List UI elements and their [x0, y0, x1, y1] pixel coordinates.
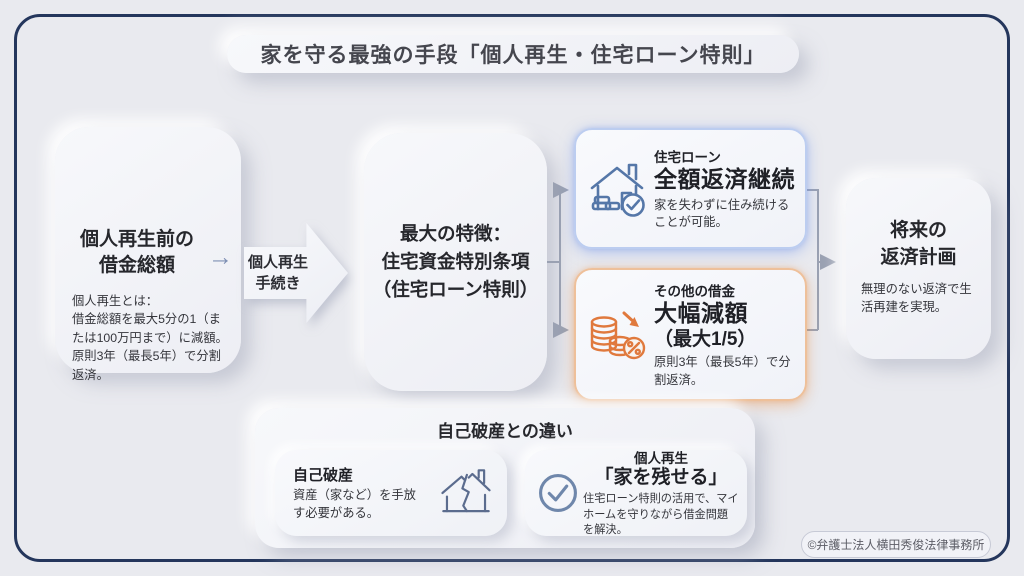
debt-reduction-card: その他の借金 大幅減額 （最大1/5） 原則3年（最長5年）で分割返済。 — [574, 268, 807, 401]
future-plan-card: 将来の 返済計画 無理のない返済で生活再建を実現。 — [846, 178, 991, 359]
bankruptcy-title: 自己破産 — [293, 466, 354, 484]
page-title: 家を守る最強の手段「個人再生・住宅ローン特則」 — [227, 35, 799, 73]
pre-rehabilitation-debt-title: 個人再生前の 借金総額 — [79, 229, 194, 276]
rehabilitation-description: 住宅ローン特則の活用で、マイホームを守りながら借金問題を解決。 — [583, 492, 739, 537]
future-plan-description: 無理のない返済で生活再建を実現。 — [861, 282, 972, 315]
housing-loan-card: 住宅ローン 全額返済継続 家を失わずに住み続けることが可能。 — [574, 128, 807, 249]
special-clause-card: 最大の特徴： 住宅資金特別条項 （住宅ローン特則） — [364, 133, 547, 391]
future-plan-title: 将来の 返済計画 — [880, 220, 957, 268]
rehabilitation-subtitle: 「家を残せる」 — [594, 467, 728, 489]
debt-reduction-subtitle: （最大1/5） — [654, 328, 757, 350]
comparison-panel: 自己破産との違い 自己破産 資産（家など）を手放す必要がある。 — [255, 408, 755, 548]
debt-reduction-title: 大幅減額 — [654, 300, 748, 327]
debt-reduction-icon — [584, 303, 650, 367]
rehabilitation-card: 個人再生 「家を残せる」 住宅ローン特則の活用で、マイホームを守りながら借金問題… — [525, 450, 747, 536]
comparison-title: 自己破産との違い — [437, 422, 573, 441]
house-loan-icon — [584, 157, 650, 221]
pre-rehabilitation-debt-description: 個人再生とは： 借金総額を最大5分の1（または100万円まで）に減額。原則3年（… — [72, 294, 228, 382]
broken-house-icon — [435, 464, 497, 522]
debt-reduction-tag: その他の借金 — [654, 284, 735, 300]
bankruptcy-description: 資産（家など）を手放す必要がある。 — [293, 487, 416, 520]
housing-loan-title: 全額返済継続 — [654, 166, 795, 192]
debt-reduction-description: 原則3年（最長5年）で分割返済。 — [654, 355, 791, 387]
rehabilitation-title: 個人再生 — [634, 451, 688, 467]
copyright-badge: ©弁護士法人横田秀俊法律事務所 — [801, 531, 991, 558]
pre-rehabilitation-debt-card: 個人再生前の 借金総額 → 個人再生とは： 借金総額を最大5分の1（または100… — [55, 127, 241, 382]
process-flow-arrow: 個人再生 手続き — [244, 223, 348, 323]
housing-loan-description: 家を失わずに住み続けることが可能。 — [654, 197, 790, 229]
bankruptcy-card: 自己破産 資産（家など）を手放す必要がある。 — [275, 450, 507, 536]
page-title-text: 家を守る最強の手段「個人再生・住宅ローン特則」 — [260, 44, 766, 67]
check-circle-icon — [533, 471, 583, 515]
right-arrow-icon: → — [208, 243, 233, 271]
housing-loan-tag: 住宅ローン — [654, 150, 721, 165]
process-arrow-label: 個人再生 手続き — [247, 254, 308, 292]
copyright-text: ©弁護士法人横田秀俊法律事務所 — [807, 538, 985, 552]
